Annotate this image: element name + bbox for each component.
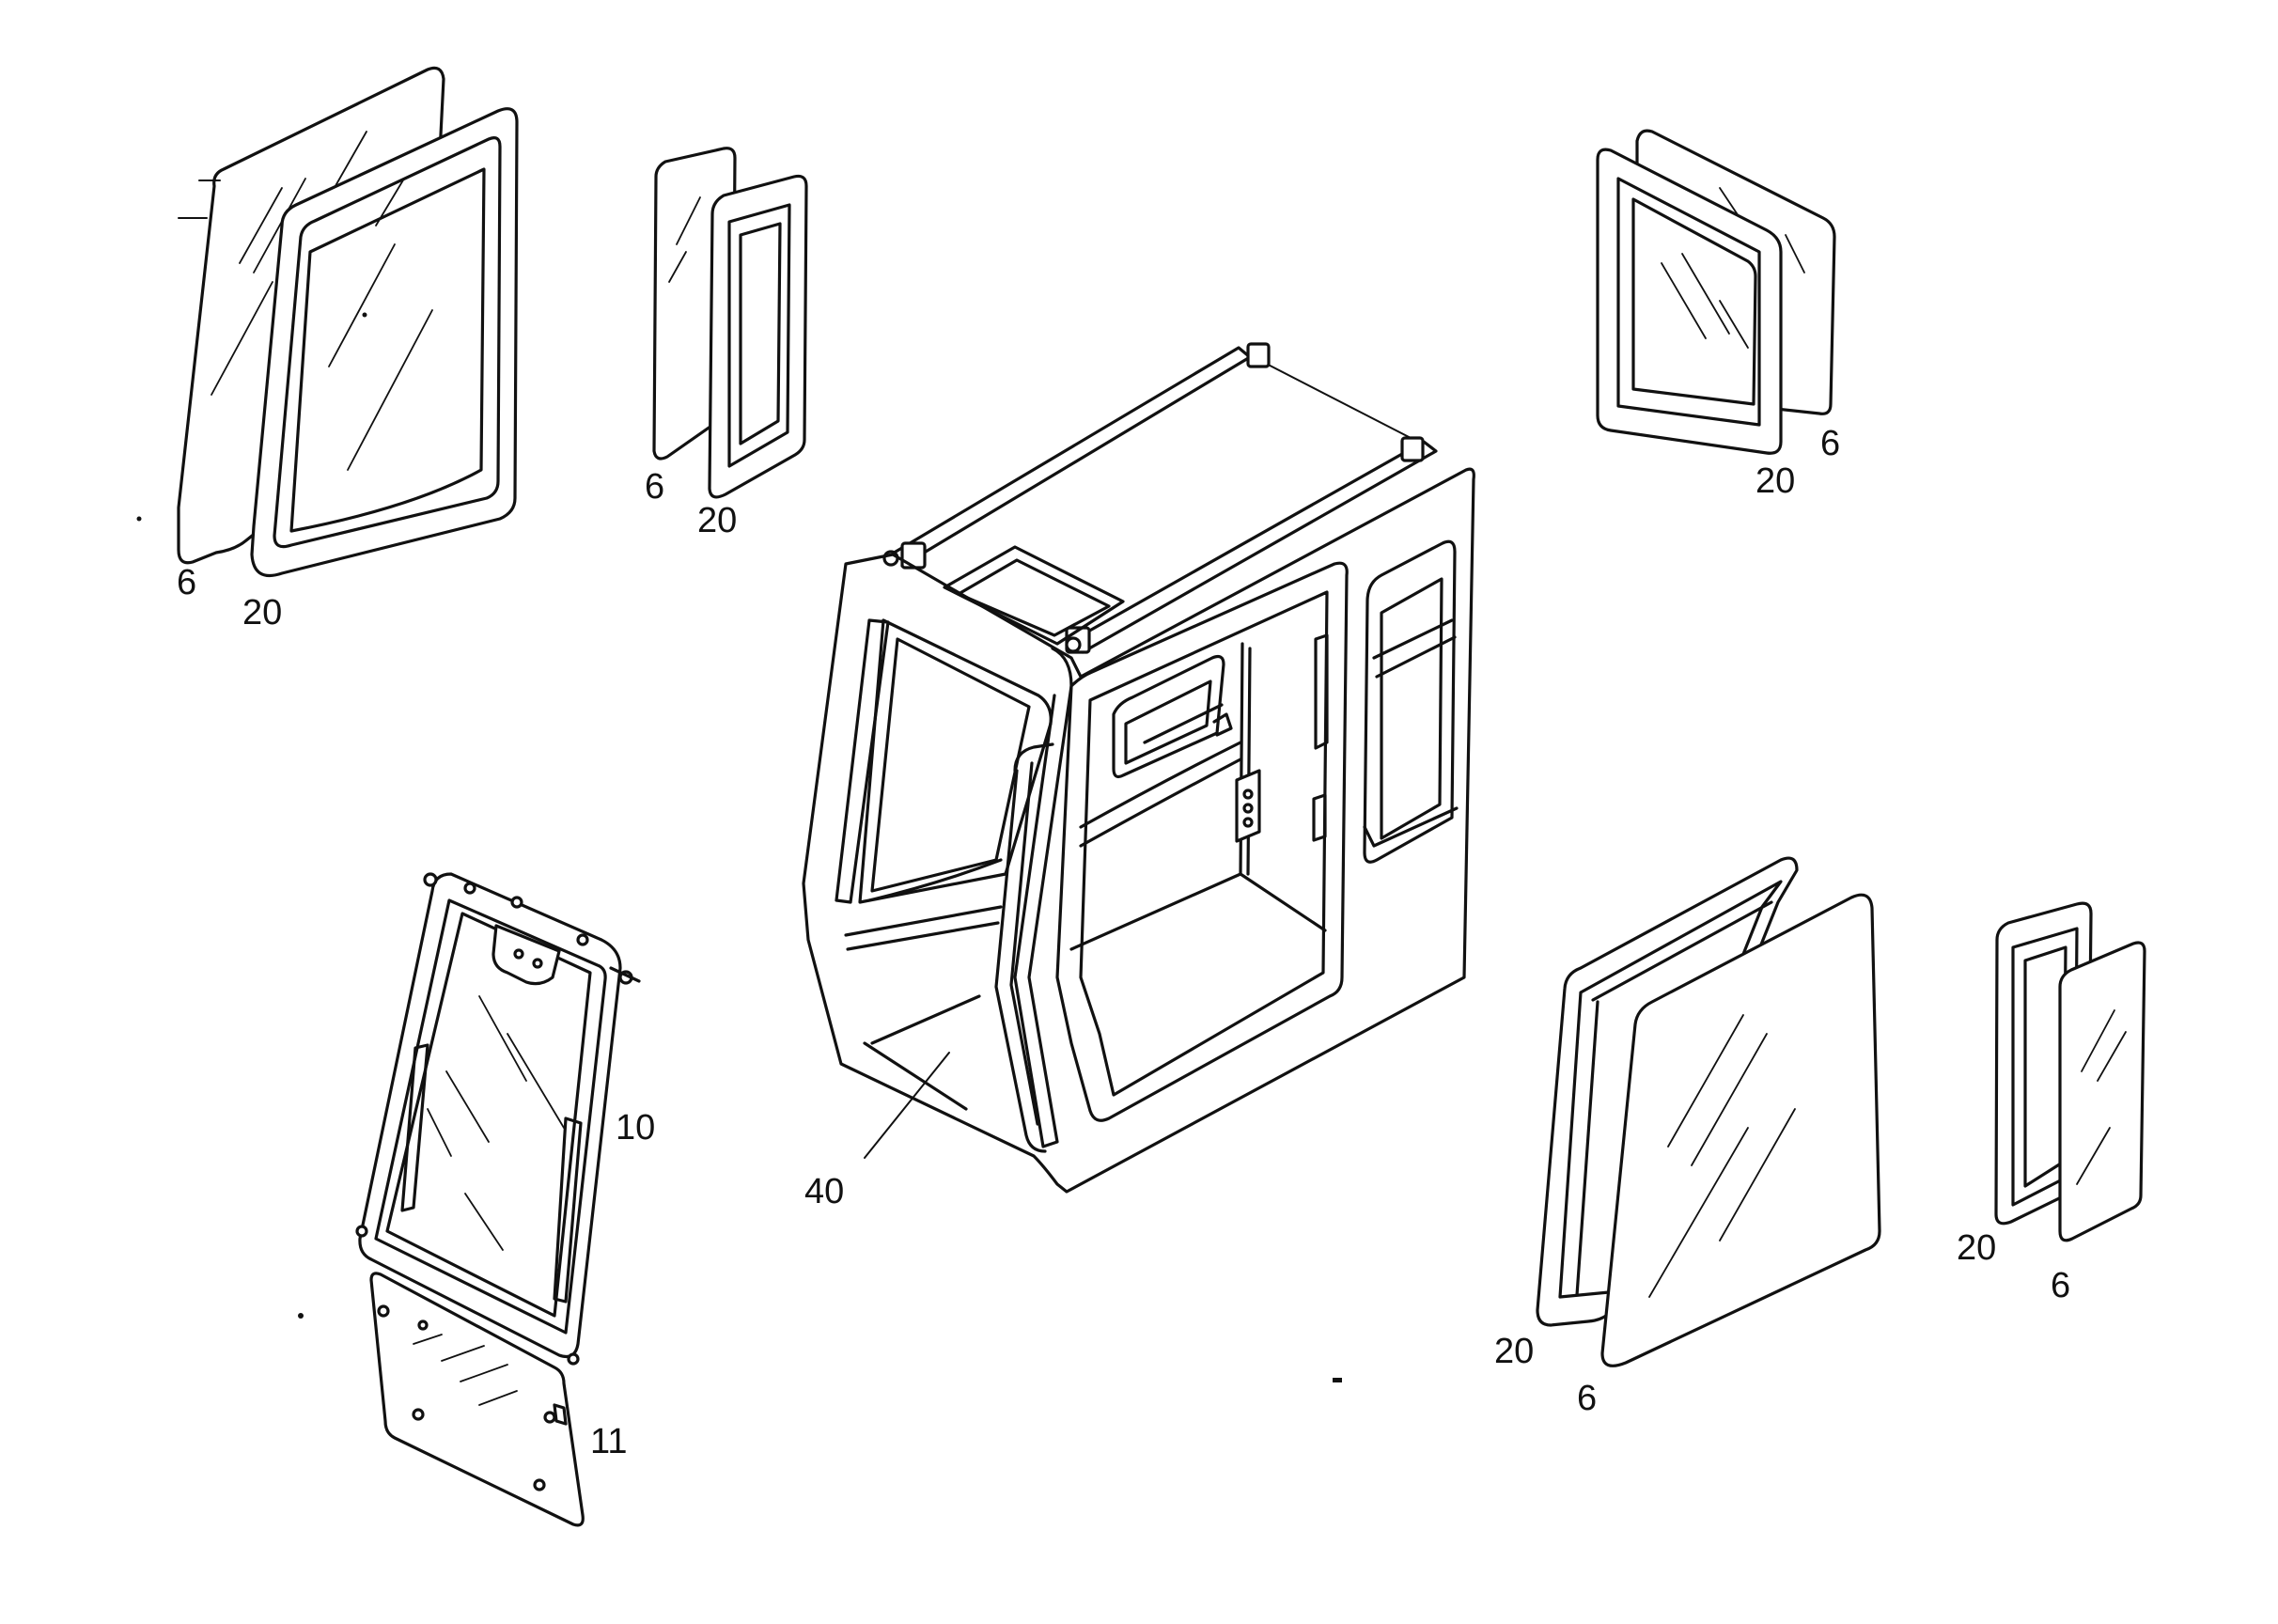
callout-20: 20 (242, 593, 282, 632)
callout-6: 6 (1820, 424, 1840, 463)
leader-line (864, 1052, 950, 1159)
stray-dot (136, 516, 142, 522)
door-frame (355, 872, 641, 1366)
callout-20: 20 (697, 501, 737, 540)
stray-dash (1333, 1378, 1342, 1382)
bottom-small-glass (2058, 941, 2146, 1242)
top-small-seal (708, 174, 808, 499)
cab-body (802, 342, 1475, 1194)
door-lower-glass (369, 1272, 585, 1527)
callout-20: 20 (1755, 461, 1795, 501)
callout-20: 20 (1494, 1332, 1534, 1371)
callout-6: 6 (177, 563, 196, 602)
callout-40: 40 (804, 1172, 844, 1211)
callout-20: 20 (1957, 1228, 1996, 1268)
top-right-seal (1596, 148, 1783, 455)
callout-11: 11 (590, 1422, 627, 1461)
callout-6: 6 (645, 467, 664, 507)
bottom-right-glass (1600, 893, 1881, 1367)
top-left-seal (250, 107, 519, 578)
stray-dot (298, 1313, 304, 1319)
callout-6: 6 (1577, 1379, 1597, 1418)
callout-6: 6 (2051, 1266, 2070, 1305)
callout-10: 10 (616, 1108, 655, 1148)
